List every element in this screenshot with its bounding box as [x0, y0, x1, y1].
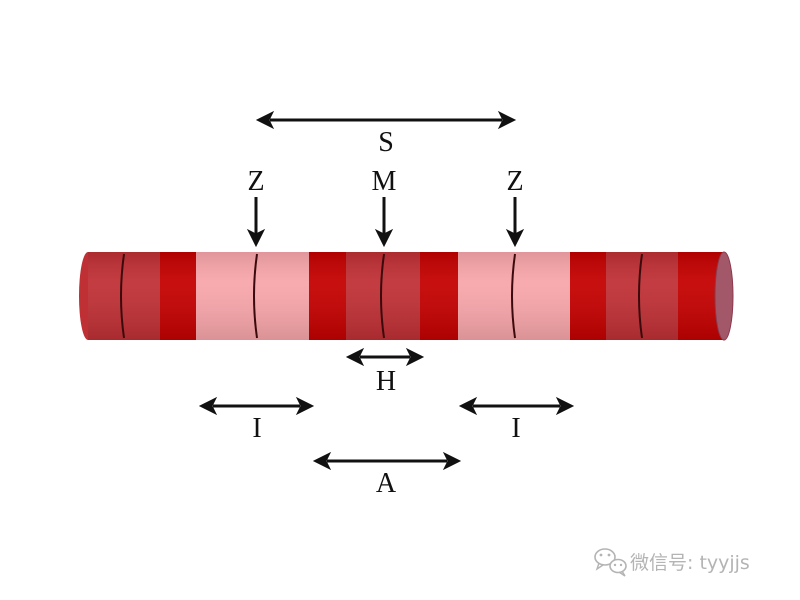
z-line-arrow-left [246, 197, 266, 248]
z-line [253, 253, 258, 339]
i-band-arrow-left [198, 396, 315, 416]
z-line-label-left: Z [247, 166, 264, 197]
cylinder-shading [88, 252, 724, 340]
m-line-arrow [374, 197, 394, 248]
z-line [511, 253, 516, 339]
a-band-label: A [376, 468, 397, 499]
sarcomere-label: S [378, 127, 394, 158]
h-zone-arrow [345, 347, 425, 367]
watermark-text: 微信号: tyyjjs [630, 552, 750, 574]
sarcomere-arrow [255, 110, 517, 130]
watermark: 微信号: tyyjjs [594, 548, 750, 577]
a-band-arrow [312, 451, 462, 471]
myofibril-end-cap [714, 251, 734, 341]
i-band-arrow-right [458, 396, 575, 416]
z-line-arrow-right [505, 197, 525, 248]
myofibril [79, 251, 734, 341]
h-zone-label: H [376, 366, 396, 397]
m-line-label: M [372, 166, 397, 197]
z-line [638, 253, 643, 339]
i-band-label-left: I [252, 413, 261, 444]
m-line [380, 253, 385, 339]
z-line [120, 253, 125, 339]
wechat-icon [594, 548, 627, 577]
z-line-label-right: Z [506, 166, 523, 197]
i-band-label-right: I [511, 413, 520, 444]
